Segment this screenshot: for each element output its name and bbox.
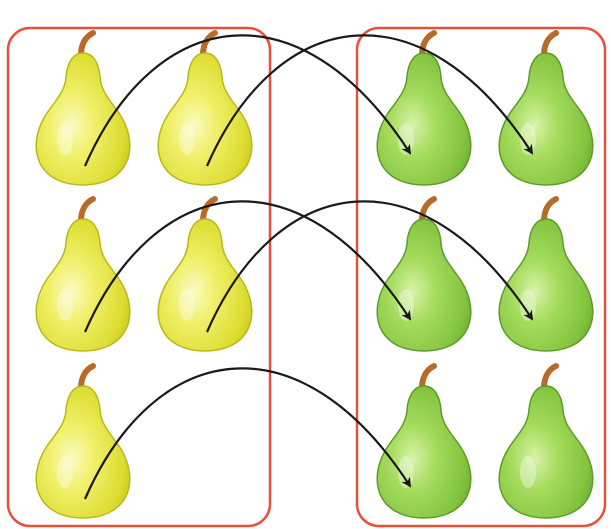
pairing-arrow-3 [83, 200, 412, 333]
green-pear-3 [376, 199, 472, 352]
pairing-arrow-4 [205, 200, 534, 333]
pairing-arrow-1 [83, 34, 412, 167]
yellow-pear-3 [35, 199, 131, 352]
green-pears-frame [355, 26, 607, 528]
green-pear-4 [498, 199, 594, 352]
pairing-arrow-5 [83, 367, 412, 500]
yellow-pear-2 [157, 33, 253, 186]
yellow-pear-1 [35, 33, 131, 186]
yellow-pear-5 [35, 366, 131, 519]
yellow-pear-4 [157, 199, 253, 352]
green-pear-6 [498, 366, 594, 519]
green-pear-2 [498, 33, 594, 186]
pairing-arrow-2 [205, 34, 534, 167]
green-pear-1 [376, 33, 472, 186]
yellow-pears-frame [6, 26, 272, 528]
green-pear-5 [376, 366, 472, 519]
